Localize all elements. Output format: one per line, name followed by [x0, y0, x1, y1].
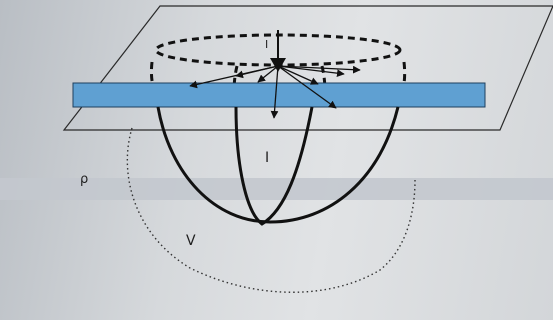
injection-point-icon: [270, 58, 286, 72]
inner-lobe-solid: [234, 106, 314, 226]
equipotential-dotted-arc: [126, 127, 416, 293]
current-label-top: I: [265, 38, 268, 51]
inner-hemisphere-dashed: [232, 65, 239, 93]
current-arrow: [235, 65, 279, 79]
outer-hemisphere-solid: [156, 106, 400, 224]
resistivity-label: ρ: [80, 172, 88, 187]
current-arrow: [277, 65, 337, 109]
voltage-label: V: [186, 233, 196, 249]
current-arrow: [257, 65, 279, 83]
current-arrow: [270, 65, 279, 119]
current-arrow: [277, 65, 361, 74]
current-arrows: [189, 65, 361, 119]
current-label-mid: I: [265, 150, 269, 166]
electrode-plate: [72, 82, 486, 108]
current-arrow: [277, 65, 345, 78]
current-arrow: [277, 65, 319, 85]
